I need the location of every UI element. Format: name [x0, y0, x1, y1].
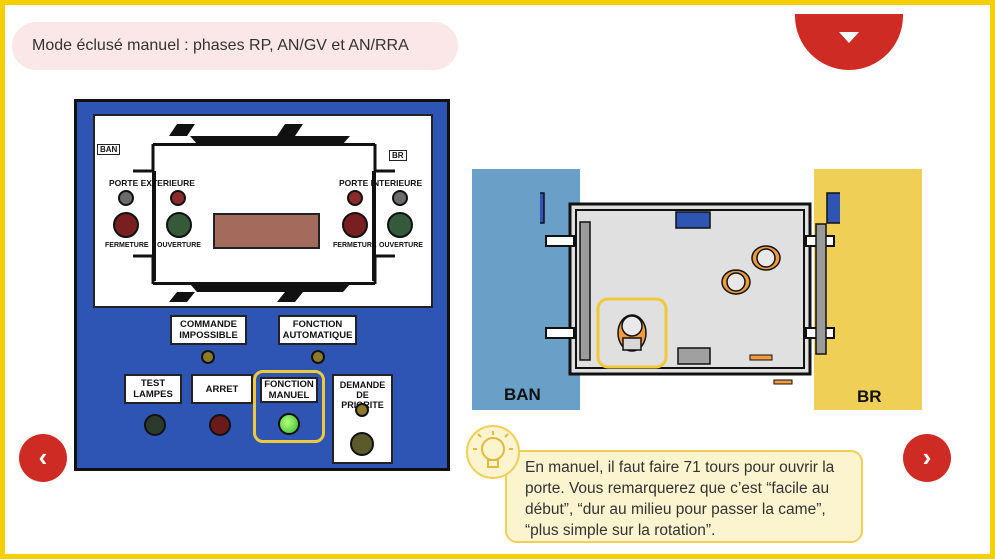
info-callout: En manuel, il faut faire 71 tours pour o… — [505, 450, 863, 543]
arret-label: ARRET — [191, 374, 253, 404]
test-lampes-label: TEST LAMPES — [124, 374, 182, 404]
lamp-ext-closed — [118, 190, 134, 206]
previous-button[interactable]: ‹ — [19, 434, 67, 482]
caret-down-icon — [839, 32, 859, 43]
lamp-int-closed — [347, 190, 363, 206]
demande-priorite-lamp — [355, 403, 369, 417]
fonction-manuel-label: FONCTION MANUEL — [260, 377, 318, 403]
button-int-fermeture[interactable] — [342, 212, 368, 238]
fonction-automatique-label: FONCTION AUTOMATIQUE — [278, 315, 357, 345]
panel-screen: BAN BR PORTE EXTERIEURE PORTE INTERIEURE… — [93, 114, 433, 308]
ouverture-label-right: OUVERTURE — [379, 242, 423, 249]
br-label: BR — [857, 387, 882, 406]
ouverture-label-left: OUVERTURE — [157, 242, 201, 249]
porte-int-label: PORTE INTERIEURE — [339, 178, 423, 188]
demande-priorite-box: DEMANDE DE PRIORITE — [332, 374, 393, 464]
fonction-automatique-lamp — [311, 350, 325, 364]
lamp-int-open — [392, 190, 408, 206]
page-title: Mode éclusé manuel : phases RP, AN/GV et… — [12, 22, 458, 70]
lamp-ext-open — [170, 190, 186, 206]
worker-1 — [751, 245, 781, 271]
arret-button[interactable] — [209, 414, 231, 436]
control-panel: BAN BR PORTE EXTERIEURE PORTE INTERIEURE… — [74, 99, 450, 471]
next-button[interactable]: › — [903, 434, 951, 482]
ban-label: BAN — [504, 385, 541, 404]
fermeture-label-left: FERMETURE — [105, 242, 149, 249]
worker-3 — [617, 314, 647, 352]
worker-highlight — [596, 297, 668, 369]
fermeture-label-right: FERMETURE — [333, 242, 377, 249]
fonction-manuel-highlight — [253, 370, 325, 443]
button-ext-fermeture[interactable] — [113, 212, 139, 238]
demande-priorite-button[interactable] — [350, 432, 374, 456]
lock-diagram — [540, 192, 840, 385]
callout-text: En manuel, il faut faire 71 tours pour o… — [525, 459, 835, 539]
ban-zone — [472, 169, 580, 410]
worker-2 — [721, 269, 751, 295]
tag-ban: BAN — [97, 144, 121, 155]
button-ext-ouverture[interactable] — [166, 212, 192, 238]
commande-impossible-label: COMMANDE IMPOSSIBLE — [170, 315, 247, 345]
tag-br: BR — [389, 150, 407, 161]
commande-impossible-lamp — [201, 350, 215, 364]
button-int-ouverture[interactable] — [387, 212, 413, 238]
lightbulb-icon — [466, 425, 520, 479]
test-lampes-button[interactable] — [144, 414, 166, 436]
porte-ext-label: PORTE EXTERIEURE — [109, 178, 195, 188]
door-schematic — [133, 124, 395, 302]
panel-display — [213, 213, 320, 249]
fonction-manuel-button[interactable] — [278, 413, 300, 435]
